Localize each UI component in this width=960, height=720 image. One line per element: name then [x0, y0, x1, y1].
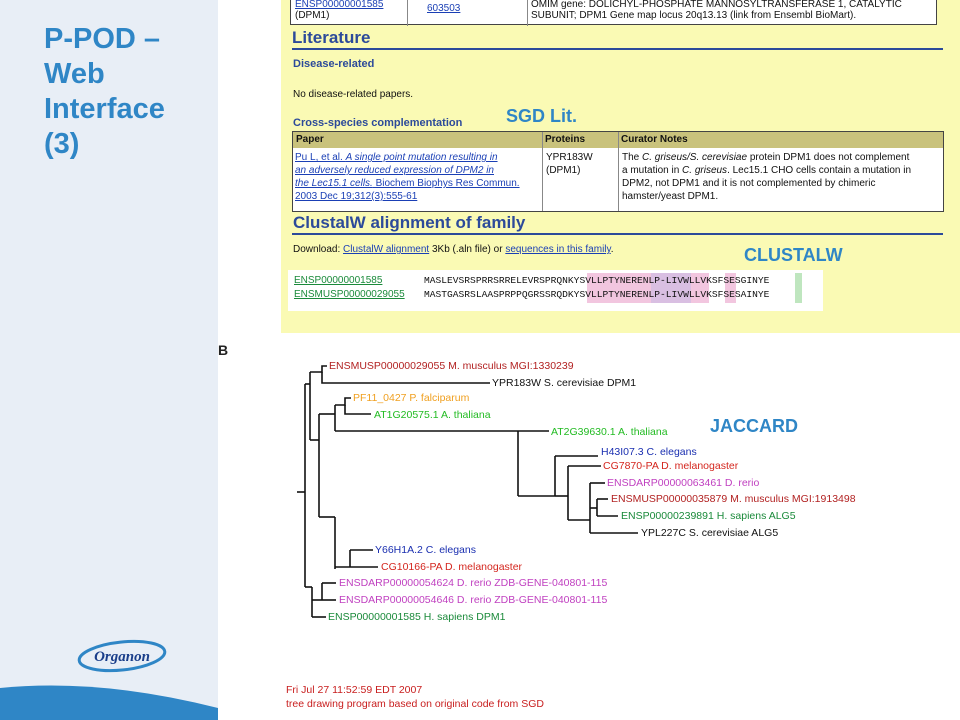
literature-rule — [292, 48, 943, 50]
slide-title-line: (3) — [44, 128, 80, 160]
tree-leaf: CG10166-PA D. melanogaster — [381, 561, 523, 573]
curator-note-line: a mutation in C. griseus. Lec15.1 CHO ce… — [622, 165, 912, 176]
tree-leaf: ENSDARP00000063461 D. rerio — [607, 477, 760, 489]
clustalw-alignment-link[interactable]: ClustalW alignment — [343, 244, 430, 255]
paper-link-line[interactable]: the Lec15.1 cells. Biochem Biophys Res C… — [295, 178, 520, 189]
figure-label: B — [218, 342, 229, 358]
tree-leaf: ENSDARP00000054624 D. rerio ZDB-GENE-040… — [339, 577, 608, 589]
tree-leaf: ENSMUSP00000035879 M. musculus MGI:19134… — [611, 493, 856, 505]
slide-title-line: Web — [44, 58, 105, 90]
download-line: Download: ClustalW alignment 3Kb (.aln f… — [293, 244, 614, 255]
curator-note-line: DPM2, not DPM1 and it is not complemente… — [622, 178, 876, 189]
cross-species-heading: Cross-species complementation — [293, 117, 463, 129]
family-sequences-link[interactable]: sequences in this family — [505, 244, 611, 255]
tree-footer: Fri Jul 27 11:52:59 EDT 2007 tree drawin… — [286, 683, 544, 711]
clustalw-rule — [292, 233, 943, 235]
proteins-cell-line: (DPM1) — [546, 165, 581, 176]
col-header-curator-notes: Curator Notes — [618, 132, 943, 148]
paper-link-line[interactable]: 2003 Dec 19;312(3):555-61 — [295, 191, 418, 202]
tree-leaf: Y66H1A.2 C. elegans — [375, 544, 476, 556]
paper-link-line[interactable]: Pu L, et al. A single point mutation res… — [295, 152, 498, 163]
tree-leaf: ENSDARP00000054646 D. rerio ZDB-GENE-040… — [339, 594, 608, 606]
paper-link-line[interactable]: an adversely reduced expression of DPM2 … — [295, 165, 494, 176]
tree-leaf: PF11_0427 P. falciparum — [353, 392, 470, 404]
footer-credit: tree drawing program based on original c… — [286, 698, 544, 710]
footer-timestamp: Fri Jul 27 11:52:59 EDT 2007 — [286, 684, 423, 696]
slide-title-line: Interface — [44, 93, 165, 125]
organon-logo: Organon — [77, 639, 167, 673]
tree-leaf: ENSP00000239891 H. sapiens ALG5 — [621, 510, 796, 522]
col-header-paper: Paper — [293, 132, 542, 148]
tree-leaf: ENSP00000001585 H. sapiens DPM1 — [328, 611, 506, 623]
literature-heading: Literature — [292, 28, 371, 47]
gene-link[interactable]: ENSP00000001585 — [295, 0, 384, 10]
slide-title: P-POD – Web Interface (3) — [44, 22, 214, 162]
conserved-highlight — [795, 273, 802, 303]
omim-link[interactable]: 603503 — [427, 3, 461, 14]
tree-leaf: AT1G20575.1 A. thaliana — [374, 409, 491, 421]
callout-sgd-lit: SGD Lit. — [506, 106, 577, 126]
tree-leaf: YPL227C S. cerevisiae ALG5 — [641, 527, 779, 539]
omim-desc-line2: SUBUNIT; DPM1 Gene map locus 20q13.13 (l… — [531, 10, 857, 21]
curator-note-line: hamster/yeast DPM1. — [622, 191, 719, 202]
sidebar: P-POD – Web Interface (3) Organon — [0, 0, 218, 720]
disease-related-text: No disease-related papers. — [293, 89, 414, 100]
conserved-highlight — [651, 273, 691, 303]
disease-related-heading: Disease-related — [293, 58, 375, 70]
alignment-sequence: MASTGASRSLAASPRPPQGRSSRQDKYSVLLPTYNERENL… — [424, 289, 770, 300]
tree-leaf: AT2G39630.1 A. thaliana — [551, 426, 668, 438]
tree-leaf: CG7870-PA D. melanogaster — [603, 460, 739, 472]
alignment-box: ENSP00000001585 MASLEVSRSPRRSRRELEVRSPRQ… — [288, 270, 823, 311]
omim-desc-line1: OMIM gene: DOLICHYL-PHOSPHATE MANNOSYLTR… — [531, 0, 902, 10]
omim-table: ENSP00000001585 (DPM1) 603503 OMIM gene:… — [290, 0, 937, 26]
slide-title-line: P-POD – — [44, 23, 161, 55]
gene-sub: (DPM1) — [295, 10, 330, 21]
callout-clustalw: CLUSTALW — [744, 245, 843, 265]
tree-branches — [297, 365, 638, 618]
col-header-proteins: Proteins — [542, 132, 618, 148]
conserved-highlight — [725, 273, 736, 303]
sidebar-swoosh — [0, 685, 218, 720]
tree-leaf: H43I07.3 C. elegans — [601, 446, 697, 458]
clustalw-heading: ClustalW alignment of family — [293, 213, 526, 232]
curator-note-line: The C. griseus/S. cerevisiae protein DPM… — [622, 152, 910, 163]
tree-leaf: YPR183W S. cerevisiae DPM1 — [492, 377, 637, 389]
callout-jaccard: JACCARD — [710, 416, 799, 436]
alignment-seq-id[interactable]: ENSMUSP00000029055 — [294, 289, 405, 300]
logo-text: Organon — [94, 649, 150, 665]
alignment-seq-id[interactable]: ENSP00000001585 — [294, 275, 383, 286]
proteins-cell-line: YPR183W — [546, 152, 593, 163]
alignment-sequence: MASLEVSRSPRRSRRELEVRSPRQNKYSVLLPTYNERENL… — [424, 275, 770, 286]
complementation-table: Paper Proteins Curator Notes Pu L, et al… — [292, 131, 944, 212]
tree-leaf: ENSMUSP00000029055 M. musculus MGI:13302… — [329, 360, 574, 372]
